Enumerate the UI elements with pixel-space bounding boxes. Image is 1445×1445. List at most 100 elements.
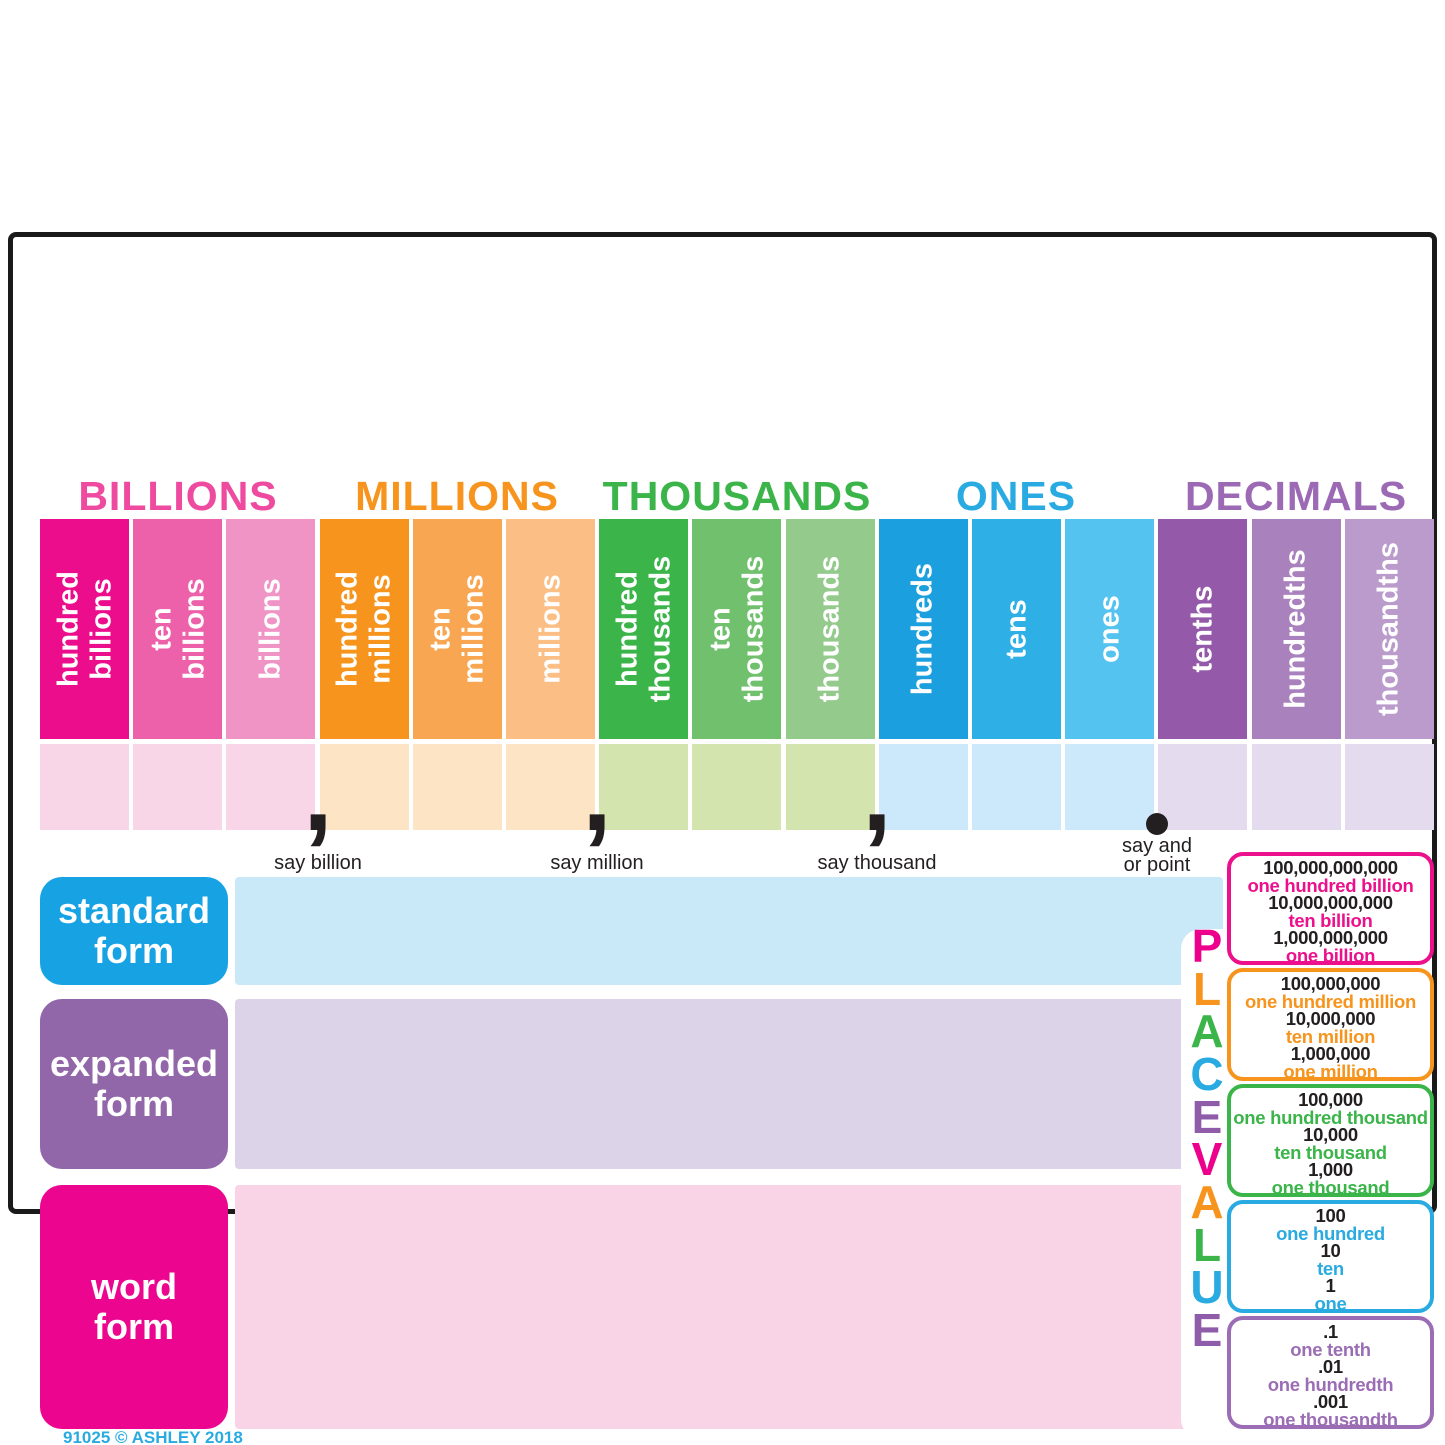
value-line: one billion [1285,944,1376,966]
place-value-letter: E [1191,1304,1223,1356]
say-million-label: say million [550,852,644,874]
column-ones: ones [1065,519,1155,739]
write-cell [133,744,223,830]
value-line: 100,000,000,000 [1263,857,1398,878]
column-label: thousandths [1372,542,1405,716]
value-line: one hundred [1276,1222,1385,1244]
write-cell [506,744,595,830]
column-label: billions [254,578,287,680]
standard-form-label: standard form [40,877,228,985]
column-label: hundred billions [51,571,117,687]
write-cell [878,744,968,830]
value-line: .001 [1313,1391,1348,1413]
value-line: ten thousand [1274,1141,1387,1163]
say-and-or-point-label: say and or point [1121,835,1193,876]
write-cell [40,744,129,830]
column-label: tenths [1186,585,1219,673]
write-cell [972,744,1061,830]
column-ten-billions: ten billions [133,519,223,739]
value-line: one hundredth [1267,1373,1394,1395]
place-value-letter: L [1192,1219,1222,1271]
expanded-form-band [235,999,1223,1169]
value-line: one [1314,1292,1347,1314]
decimals-value-box: .1 one tenth .01 one hundredth .001 one … [1227,1316,1434,1429]
group-title-thousands: THOUSANDS [602,473,872,519]
value-line: 100,000 [1298,1089,1363,1110]
column-label: ten millions [424,574,490,684]
column-hundred-billions: hundred billions [40,519,129,739]
value-line: 100 [1315,1205,1346,1226]
write-cell [412,744,502,830]
say-billion-label: say billion [274,852,362,874]
value-line: 10,000 [1303,1124,1358,1146]
write-cell [692,744,782,830]
value-line: ten million [1285,1025,1376,1047]
group-title-billions: BILLIONS [78,473,278,519]
value-line: one million [1283,1060,1378,1082]
place-value-letter: P [1191,920,1223,972]
value-line: 1 [1325,1275,1336,1297]
column-label: millions [534,574,566,684]
billions-value-box: 100,000,000,000 one hundred billion 10,0… [1227,852,1434,965]
write-cell [785,744,875,830]
value-line: one hundred thousand [1233,1106,1428,1128]
millions-value-box: 100,000,000 one hundred million 10,000,0… [1227,968,1434,1081]
column-thousandths: thousandths [1344,519,1434,739]
write-cell [1065,744,1155,830]
column-label: ten thousands [703,555,769,703]
write-cell [1344,744,1434,830]
column-hundred-millions: hundred millions [319,519,409,739]
word-form-band [235,1185,1223,1429]
value-line: ten [1317,1257,1344,1279]
place-value-letter: A [1190,1176,1224,1228]
write-cell [599,744,689,830]
column-millions: millions [506,519,595,739]
write-cell [226,744,316,830]
column-tenths: tenths [1158,519,1248,739]
column-label: hundredths [1279,549,1312,709]
place-value-letter: V [1191,1133,1223,1185]
thousands-value-box: 100,000 one hundred thousand 10,000 ten … [1227,1084,1434,1197]
value-line: one tenth [1290,1338,1371,1360]
column-hundredths: hundredths [1251,519,1341,739]
column-hundreds: hundreds [878,519,968,739]
column-hundred-thousands: hundred thousands [599,519,689,739]
value-line: one thousand [1271,1176,1390,1198]
column-label: ten billions [144,578,210,680]
value-line: 10,000,000,000 [1268,892,1393,914]
standard-form-band [235,877,1223,985]
column-label: tens [1000,599,1032,659]
value-line: 1,000 [1308,1159,1353,1181]
value-line: one hundred billion [1247,874,1414,896]
column-label: thousands [813,555,846,703]
value-line: 100,000,000 [1280,973,1381,994]
place-value-letter: L [1192,963,1222,1015]
column-label: hundreds [906,562,939,696]
column-label: ones [1093,595,1126,663]
write-cell [319,744,409,830]
word-form-label: word form [40,1185,228,1429]
copyright-text: 91025 © ASHLEY 2018 [63,1428,243,1445]
value-line: .1 [1323,1321,1338,1342]
value-line: .01 [1318,1356,1343,1378]
column-label: hundred thousands [610,555,676,703]
value-line: 1,000,000,000 [1273,927,1388,949]
column-billions: billions [226,519,316,739]
group-title-decimals: DECIMALS [1184,473,1408,519]
comma-thousand-icon: , [862,736,892,853]
column-thousands: thousands [785,519,875,739]
place-value-letter: A [1190,1005,1224,1057]
value-line: 1,000,000 [1290,1043,1371,1065]
value-line: ten billion [1288,909,1373,931]
column-ten-thousands: ten thousands [692,519,782,739]
write-cell [1251,744,1341,830]
write-cell [1158,744,1248,830]
column-label: hundred millions [331,571,397,687]
comma-billion-icon: , [303,736,333,853]
column-ten-millions: ten millions [412,519,502,739]
group-title-ones: ONES [955,473,1077,519]
value-line: one hundred million [1244,990,1417,1012]
place-value-letter: C [1190,1048,1224,1100]
value-line: 10 [1320,1240,1341,1262]
